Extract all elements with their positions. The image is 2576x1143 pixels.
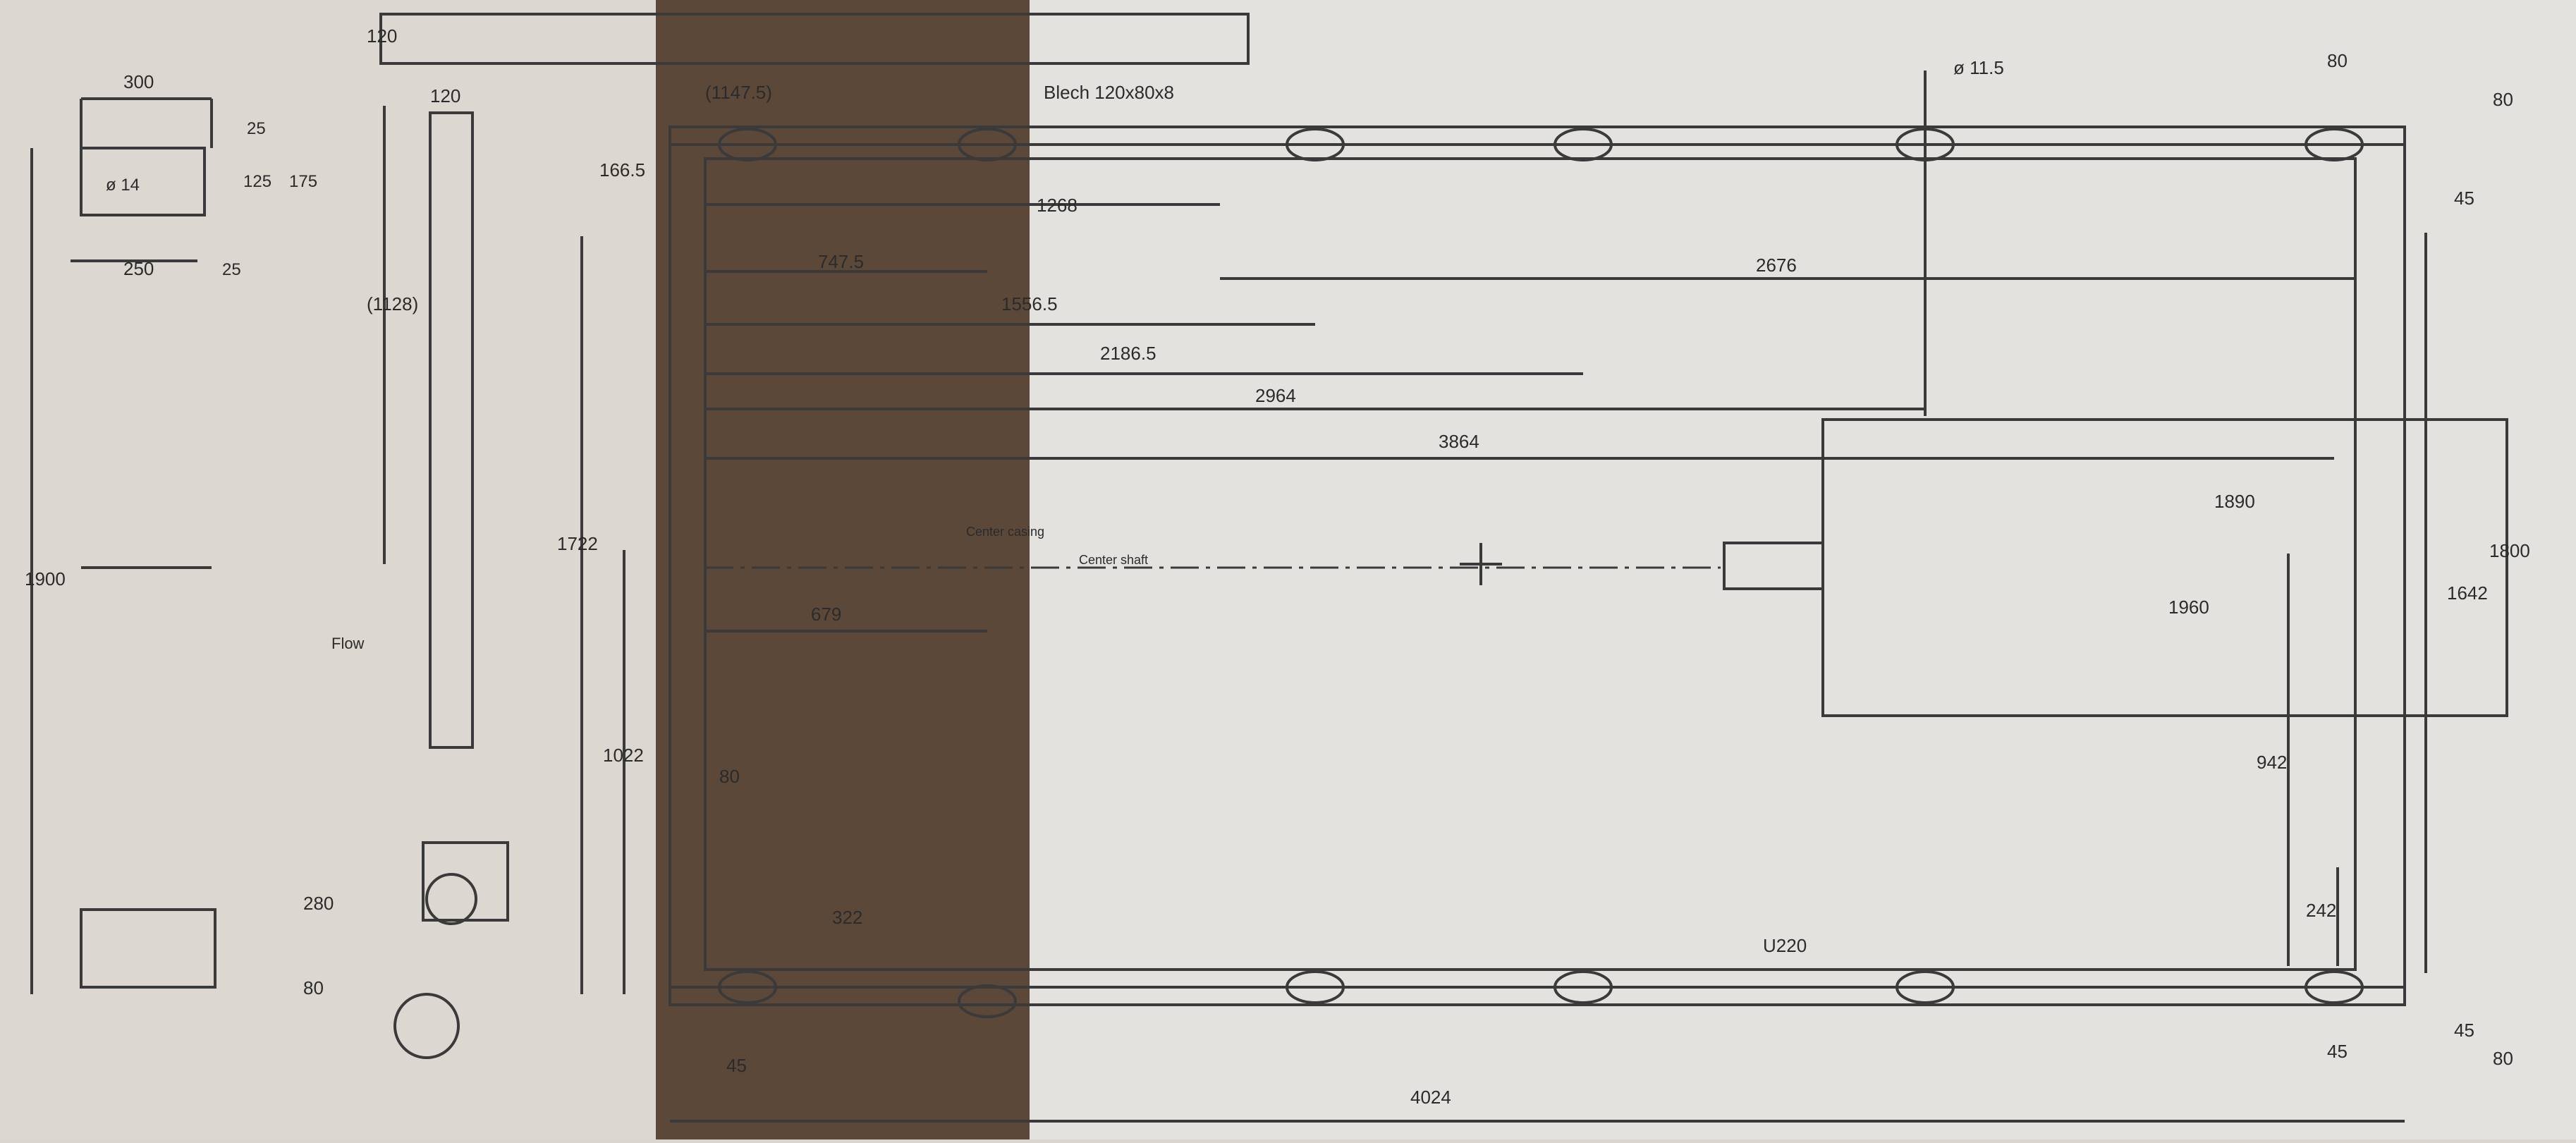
linework <box>30 13 2508 1123</box>
label-plate: Blech 120x80x8 <box>1044 82 1174 103</box>
dim-242: 242 <box>2306 900 2336 921</box>
dim-679: 679 <box>811 604 841 625</box>
dim-300: 300 <box>123 71 154 92</box>
dim-125: 125 <box>243 172 271 191</box>
dim-45-bottom: 45 <box>2327 1041 2348 1062</box>
dim-280: 280 <box>303 893 334 914</box>
dim-45: 45 <box>726 1055 747 1076</box>
dim-1556-5: 1556.5 <box>1001 293 1058 314</box>
dim-250: 250 <box>123 258 154 279</box>
dim-2676: 2676 <box>1756 255 1797 276</box>
dim-4024: 4024 <box>1410 1087 1451 1108</box>
dim-1800: 1800 <box>2489 540 2530 561</box>
dim-80-inner: 80 <box>719 766 740 787</box>
dim-u220: U220 <box>1763 935 1807 956</box>
flange-profile <box>429 111 474 749</box>
dim-175: 175 <box>289 172 317 191</box>
dim-1900: 1900 <box>25 568 66 589</box>
label-center-casing: Center casing <box>966 525 1044 539</box>
dim-942: 942 <box>2257 752 2287 773</box>
label-hole: ø 11.5 <box>1953 57 2004 78</box>
dim-1722: 1722 <box>557 533 598 554</box>
label-flange-height: (1128) <box>367 293 418 314</box>
dim-80-bottom: 80 <box>2493 1048 2513 1069</box>
dim-2964: 2964 <box>1255 385 1296 406</box>
dim-25-top: 25 <box>247 119 266 138</box>
label-center-shaft: Center shaft <box>1079 553 1148 567</box>
fold-shadow <box>656 0 1030 1139</box>
dim-747-5: 747.5 <box>818 251 864 272</box>
dim-1890: 1890 <box>2214 491 2255 512</box>
main-frame <box>669 126 2406 1006</box>
dim-right-top-80: 80 <box>2327 50 2348 71</box>
dim-2186-5: 2186.5 <box>1100 343 1156 364</box>
dim-45-bottom-2: 45 <box>2454 1020 2474 1041</box>
dim-right-80: 80 <box>2493 89 2513 110</box>
paper-right <box>1030 0 2576 1139</box>
label-flange-width: 120 <box>430 85 460 106</box>
label-flange-top: 120 <box>367 25 397 47</box>
dim-right-45: 45 <box>2454 188 2474 209</box>
dim-80: 80 <box>303 977 324 998</box>
dim-3864: 3864 <box>1439 431 1479 452</box>
small-part-top <box>80 147 206 216</box>
dim-1268: 1268 <box>1037 195 1078 216</box>
dim-1642: 1642 <box>2447 582 2488 604</box>
label-overall: (1147.5) <box>705 82 772 103</box>
dim-1022: 1022 <box>603 745 644 766</box>
dim-25-bottom: 25 <box>222 260 241 279</box>
label-flow: Flow <box>331 635 365 652</box>
small-part-bottom <box>80 908 216 989</box>
dim-1960: 1960 <box>2168 597 2209 618</box>
label-hole-14: ø 14 <box>106 176 140 195</box>
dim-166-5: 166.5 <box>599 159 645 181</box>
bolt-holes <box>718 128 2364 1018</box>
dim-322: 322 <box>832 907 862 928</box>
